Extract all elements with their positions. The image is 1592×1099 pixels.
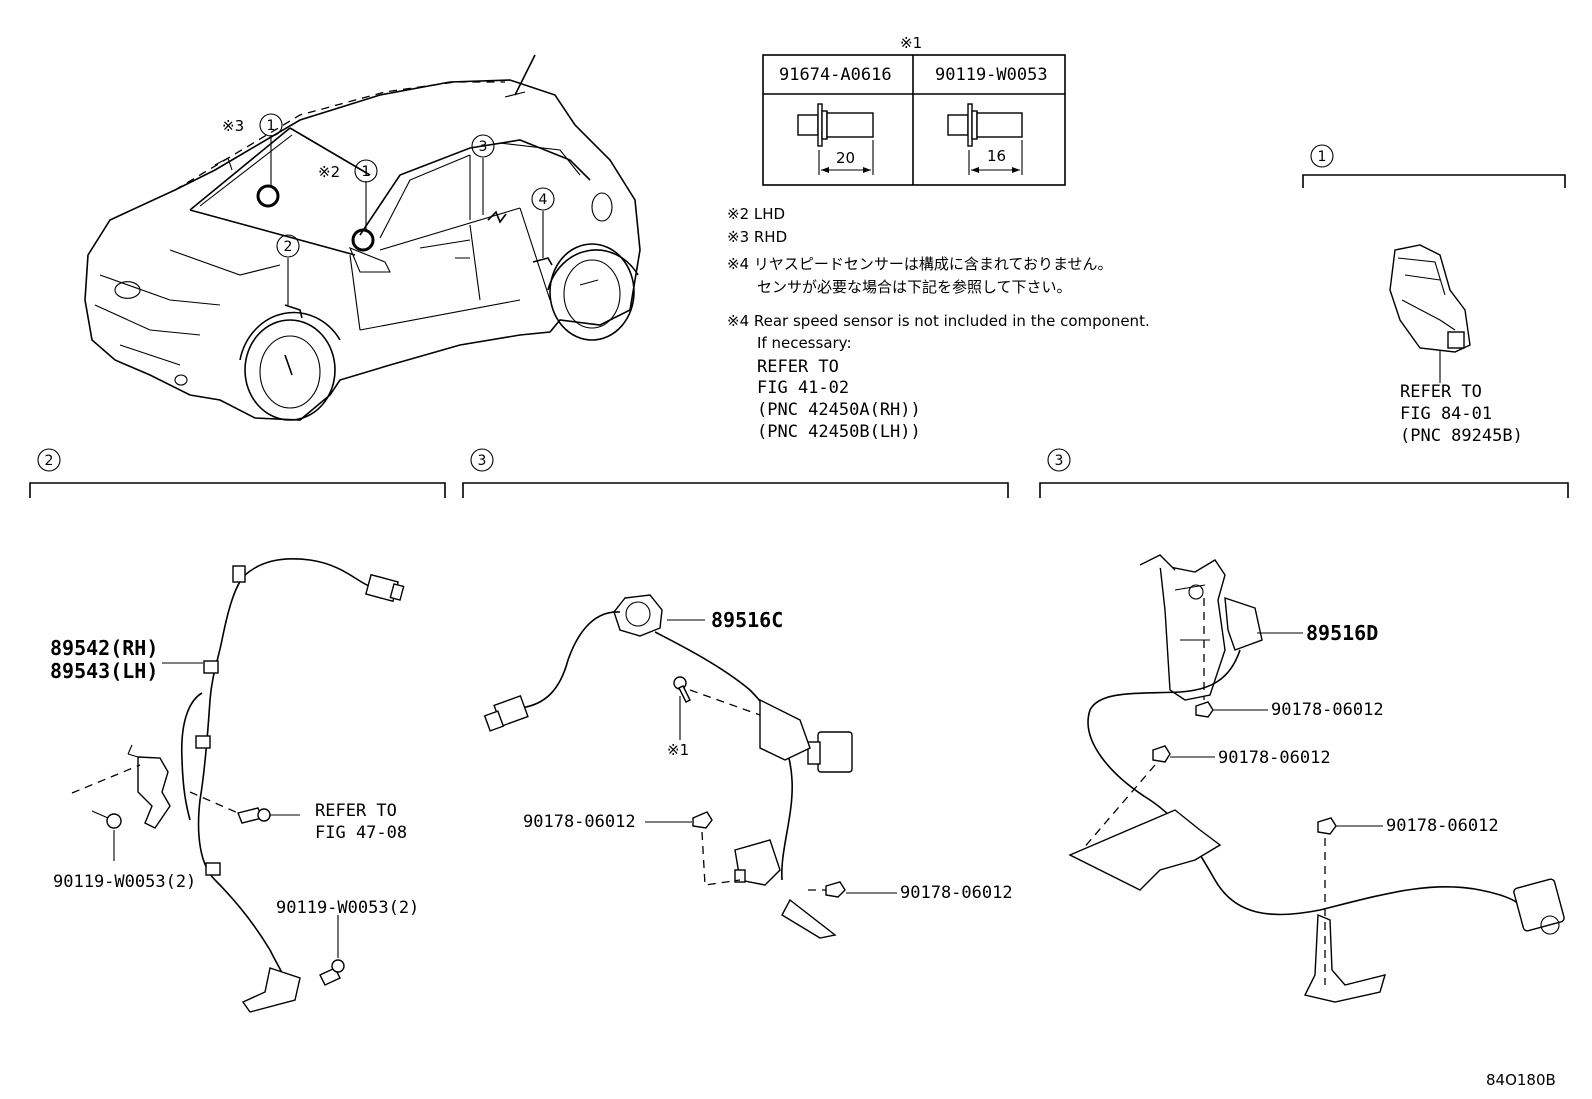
bolt-table: ※1 91674-A0616 90119-W0053 20 bbox=[762, 34, 1066, 186]
note-en-line2: If necessary: bbox=[757, 334, 852, 352]
section-2-callout: 2 bbox=[45, 453, 54, 469]
notes-block: ※2 LHD ※3 RHD ※4 リヤスピードセンサーは構成に含まれておりません… bbox=[727, 205, 1150, 442]
section-3b-nut-a: 90178-06012 bbox=[1271, 700, 1384, 720]
nut-icon-3b-b bbox=[1152, 745, 1171, 763]
bolt-icon-20 bbox=[797, 103, 874, 175]
section-2-part-lh: 89543(LH) bbox=[50, 659, 158, 683]
note-fig-41-02: FIG 41-02 bbox=[757, 378, 849, 398]
mark-2: ※2 bbox=[318, 163, 340, 181]
section-3a-nut-a: 90178-06012 bbox=[523, 812, 636, 832]
callout-3-car: 3 bbox=[479, 139, 488, 155]
harness-connector-3a bbox=[483, 694, 529, 732]
section-1-refer-to: REFER TO bbox=[1400, 382, 1482, 402]
section-3a-callout: 3 bbox=[478, 453, 487, 469]
bolt-part-91674: 91674-A0616 bbox=[779, 65, 892, 85]
nut-icon-3b-c bbox=[1317, 817, 1337, 835]
bolt-icon-16 bbox=[947, 103, 1023, 175]
section-3b-nut-c: 90178-06012 bbox=[1386, 816, 1499, 836]
sensor-part-1 bbox=[1389, 244, 1471, 383]
section-3b-part: 89516D bbox=[1306, 621, 1378, 645]
mark-1-table: ※1 bbox=[900, 34, 922, 52]
note-jp-line2: センサが必要な場合は下記を参照して下さい。 bbox=[757, 278, 1072, 296]
car-callouts: ※3 1 ※2 1 2 3 4 bbox=[222, 113, 555, 258]
note-refer-to: REFER TO bbox=[757, 357, 839, 377]
section-3b-nut-b: 90178-06012 bbox=[1218, 748, 1331, 768]
bolt-icon-b bbox=[237, 807, 271, 824]
section-2: 2 bbox=[29, 448, 446, 1013]
nut-icon-3b-a bbox=[1195, 701, 1214, 718]
bolt-icon-3a bbox=[673, 676, 691, 703]
section-3a-nut-b: 90178-06012 bbox=[900, 883, 1013, 903]
note-rhd: ※3 RHD bbox=[727, 228, 787, 246]
section-3a-part: 89516C bbox=[711, 608, 783, 632]
callout-1-lhd: 1 bbox=[362, 164, 371, 180]
bolt-part-90119: 90119-W0053 bbox=[935, 65, 1048, 85]
sensor-part-3a bbox=[613, 594, 663, 637]
section-2-bolt-a: 90119-W0053(2) bbox=[53, 872, 196, 892]
nut-icon-3a-b bbox=[825, 881, 846, 898]
section-2-refer-to: REFER TO bbox=[315, 801, 397, 821]
note-pnc-b: (PNC 42450B(LH)) bbox=[757, 422, 921, 442]
section-2-part-rh: 89542(RH) bbox=[50, 636, 158, 660]
callout-4-car: 4 bbox=[539, 192, 548, 208]
figure-code: 84O180B bbox=[1486, 1071, 1556, 1089]
bolt-length-16: 16 bbox=[987, 147, 1006, 165]
harness-connector-3a-right bbox=[807, 731, 853, 773]
section-1-pnc: (PNC 89245B) bbox=[1400, 426, 1523, 446]
section-1-callout: 1 bbox=[1318, 149, 1327, 165]
note-pnc-a: (PNC 42450A(RH)) bbox=[757, 400, 921, 420]
note-jp-line1: ※4 リヤスピードセンサーは構成に含まれておりません。 bbox=[727, 255, 1113, 273]
section-3b: 3 bbox=[1039, 448, 1569, 1003]
note-lhd: ※2 LHD bbox=[727, 205, 785, 223]
sensor-part-3b bbox=[1139, 554, 1263, 701]
mark-1-section-3a: ※1 bbox=[667, 741, 689, 759]
mark-3: ※3 bbox=[222, 117, 244, 135]
bolt-icon-a bbox=[91, 810, 122, 829]
bolt-icon-c bbox=[319, 959, 345, 986]
car-illustration bbox=[84, 54, 641, 421]
section-1-fig: FIG 84-01 bbox=[1400, 404, 1492, 424]
harness-connector-3b bbox=[1513, 878, 1565, 935]
callout-2-car: 2 bbox=[284, 239, 293, 255]
section-3b-callout: 3 bbox=[1055, 453, 1064, 469]
section-3a: 3 bbox=[462, 448, 1013, 939]
section-2-bolt-b: 90119-W0053(2) bbox=[276, 898, 419, 918]
harness-connector bbox=[365, 573, 405, 603]
callout-1-rhd: 1 bbox=[267, 118, 276, 134]
nut-icon-3a-a bbox=[692, 811, 713, 829]
section-2-fig: FIG 47-08 bbox=[315, 823, 407, 843]
bolt-length-20: 20 bbox=[836, 149, 855, 167]
section-1: 1 REFER TO FIG 84-01 (PNC 89245B) bbox=[1302, 144, 1566, 446]
note-en-line1: ※4 Rear speed sensor is not included in … bbox=[727, 312, 1150, 330]
